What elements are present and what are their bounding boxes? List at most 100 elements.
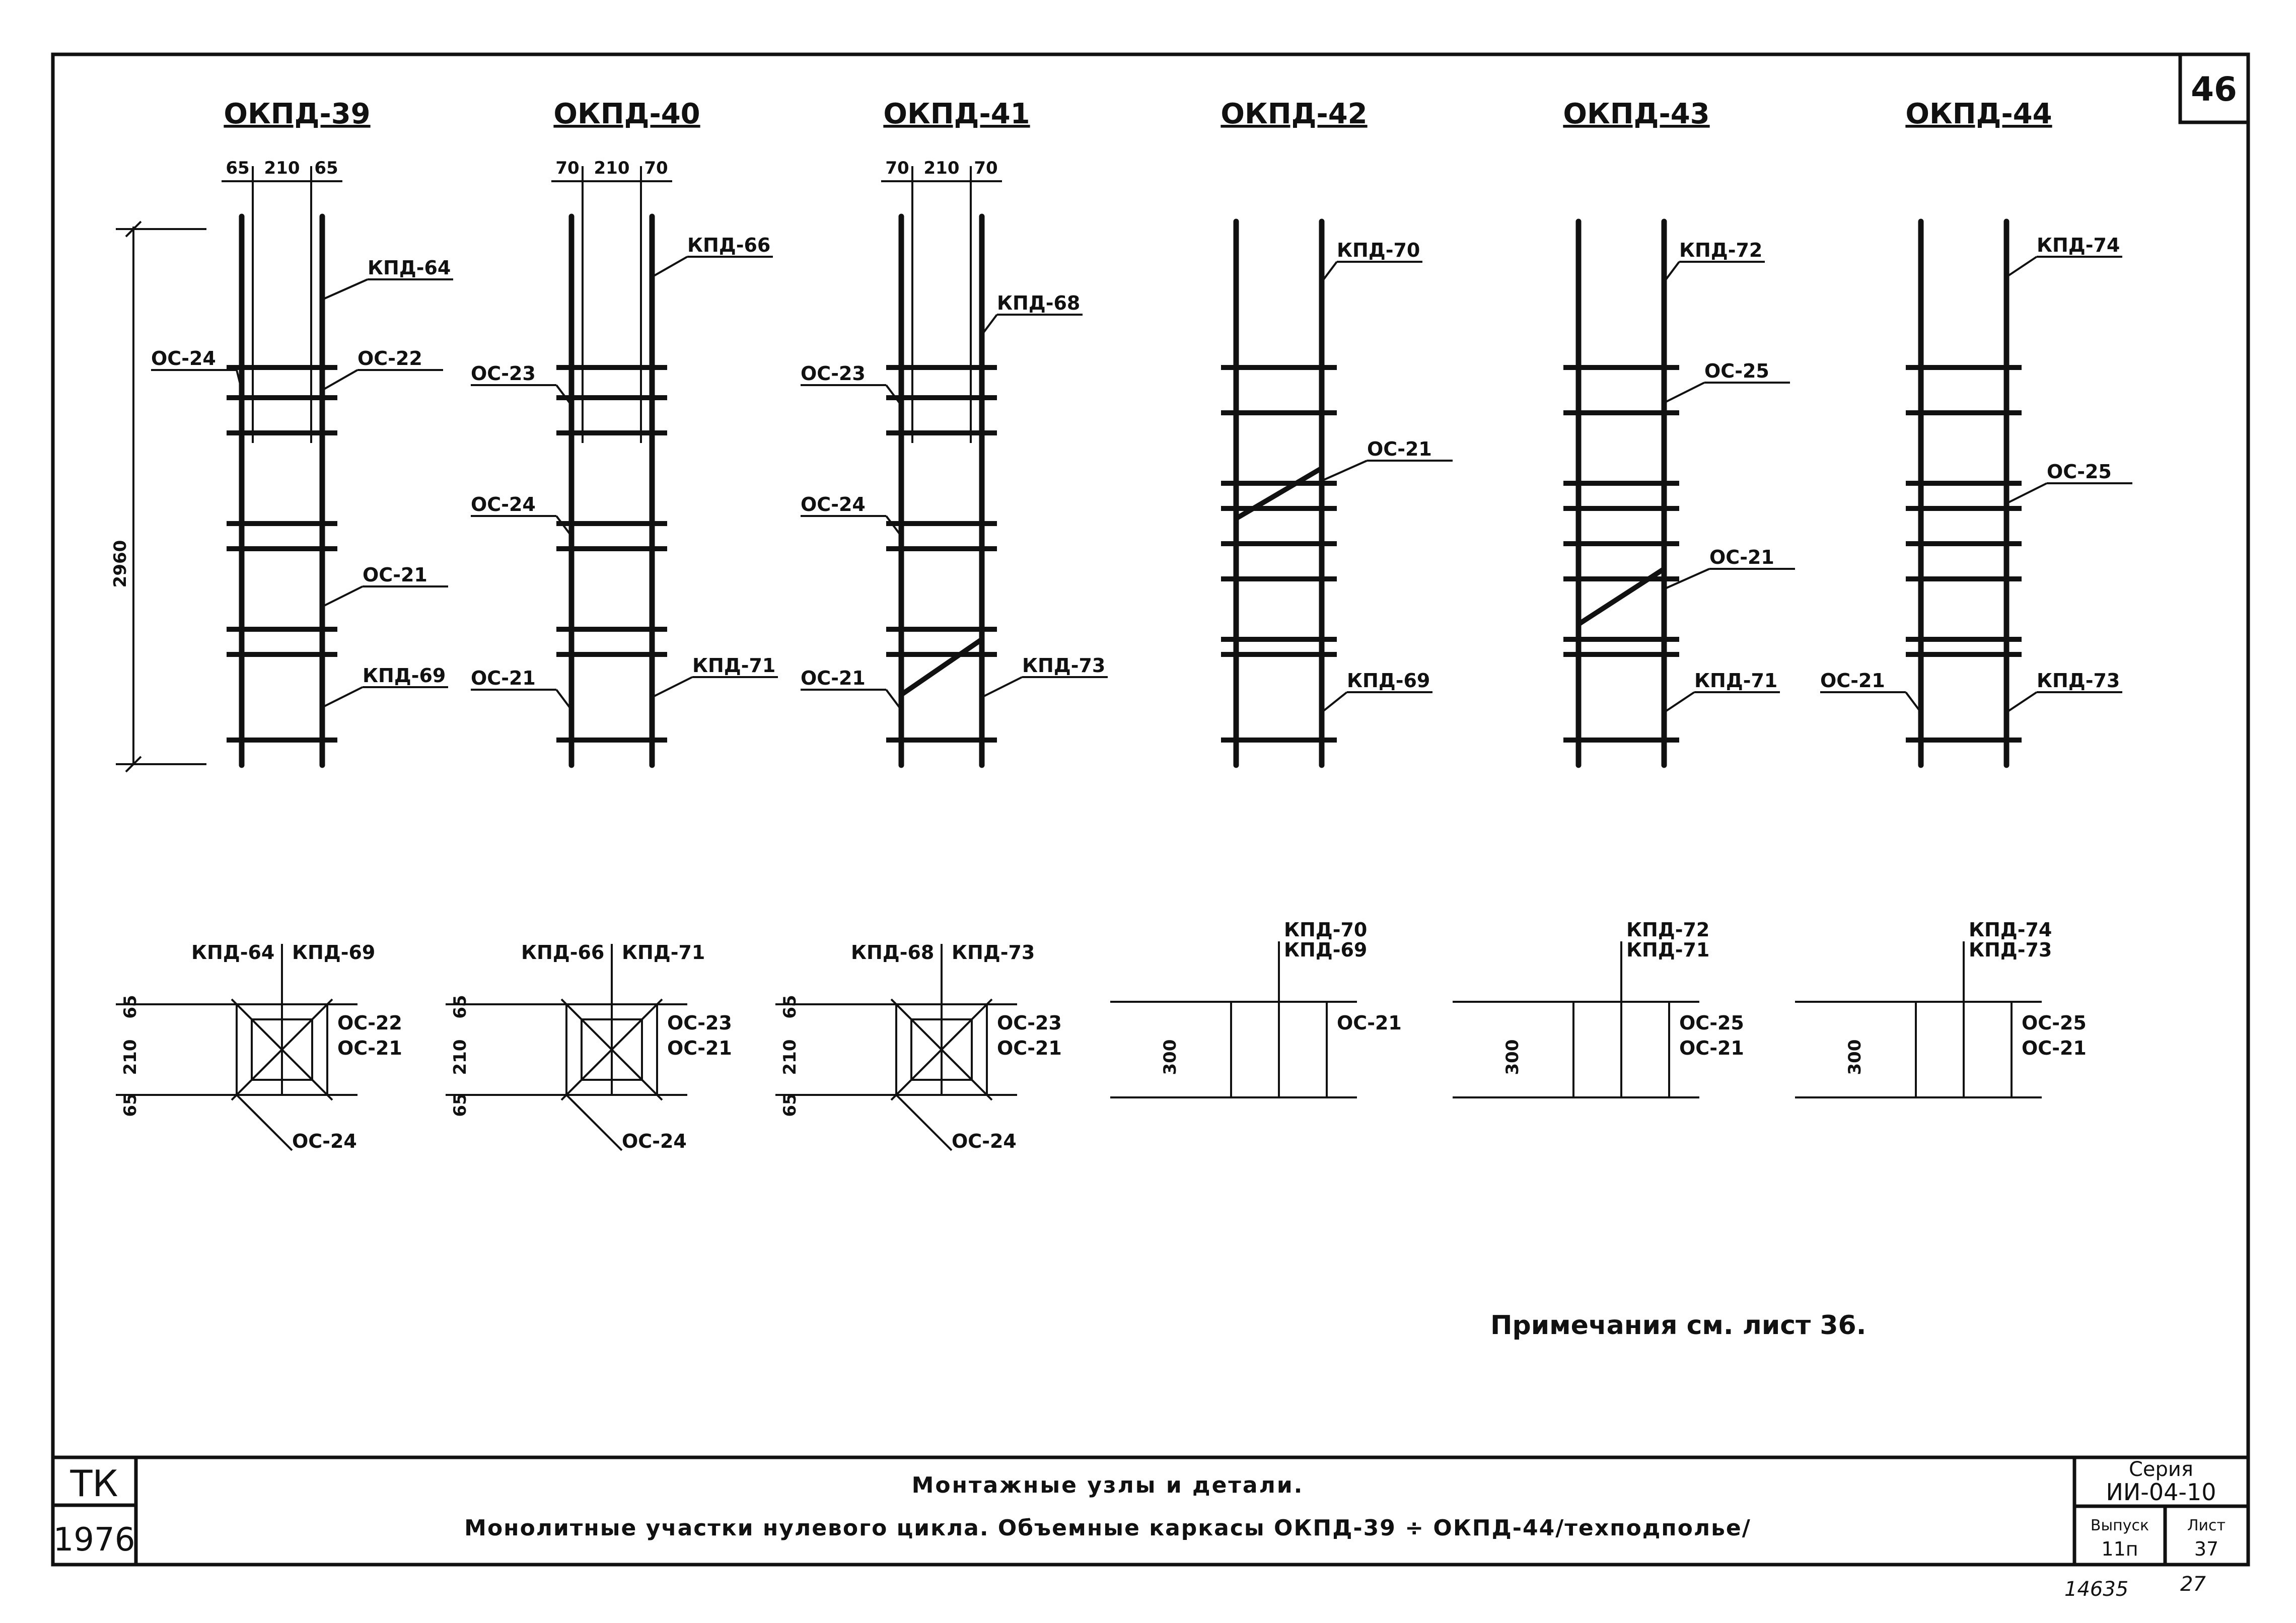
leader-line — [2005, 256, 2038, 278]
plan-left-dim: 300 — [1502, 1040, 1523, 1075]
frame-title-4: ОКПД-42 — [1221, 98, 1367, 130]
label-ос-23: ОС-23 — [471, 362, 536, 385]
plan-left-dim-2: 210 — [450, 1040, 470, 1075]
plan-top-label-1: КПД-74 — [1969, 919, 2052, 941]
label-кпд-71: КПД-71 — [692, 654, 775, 677]
plan-right-label-1: ОС-25 — [1679, 1012, 1744, 1034]
drawing-title-line2: Монолитные участки нулевого цикла. Объем… — [464, 1515, 1751, 1541]
leader-line — [1664, 568, 1710, 590]
label-ос-24: ОС-24 — [471, 493, 536, 515]
label-ос-24: ОС-24 — [151, 347, 216, 370]
label-ос-21: ОС-21 — [801, 667, 866, 689]
inventory-number-2: 27 — [2180, 1573, 2206, 1596]
dim-left: 70 — [555, 158, 579, 178]
diagonal-brace — [1577, 566, 1666, 627]
dim-middle: 210 — [924, 158, 960, 178]
plan-left-dim-1: 65 — [450, 995, 470, 1018]
plan-top-left-label: КПД-66 — [521, 941, 604, 964]
plan-right-label-2: ОС-21 — [337, 1037, 402, 1059]
diagonal-brace — [1235, 466, 1323, 521]
plan-top-left-label: КПД-68 — [851, 941, 934, 964]
leader-line — [885, 384, 902, 406]
dim-right: 70 — [644, 158, 668, 178]
plan-left-dim-3: 65 — [780, 1093, 800, 1117]
label-кпд-71: КПД-71 — [1694, 670, 1777, 692]
label-ос-21: ОС-21 — [363, 564, 427, 586]
plan-bottom-label: ОС-24 — [292, 1130, 357, 1152]
issue-label: Выпуск — [2091, 1517, 2149, 1534]
label-кпд-64: КПД-64 — [368, 257, 451, 279]
plan-bottom-label: ОС-24 — [952, 1130, 1017, 1152]
label-кпд-72: КПД-72 — [1679, 239, 1762, 261]
plan-top-label-2: КПД-73 — [1969, 939, 2052, 961]
leader-line — [555, 689, 572, 711]
leader-line — [1905, 691, 1922, 713]
plan-right-label-1: ОС-25 — [2022, 1012, 2087, 1034]
dim-left: 70 — [885, 158, 909, 178]
frame-title-6: ОКПД-44 — [1905, 98, 2052, 130]
dim-right: 65 — [314, 158, 338, 178]
dim-right: 70 — [974, 158, 997, 178]
leader-line — [1321, 460, 1368, 482]
label-ос-22: ОС-22 — [357, 347, 422, 370]
label-ос-24: ОС-24 — [801, 493, 866, 515]
label-кпд-69: КПД-69 — [1347, 670, 1430, 692]
frame-title-2: ОКПД-40 — [553, 98, 700, 130]
plan-right-label-1: ОС-23 — [997, 1012, 1062, 1034]
plan-left-dim-2: 210 — [780, 1040, 800, 1075]
plan-top-label-2: КПД-71 — [1626, 939, 1709, 961]
leader-line — [2006, 482, 2047, 504]
plan-bottom-leader — [565, 1094, 623, 1151]
issue-value: 11п — [2101, 1538, 2138, 1560]
series-label: Серия — [2129, 1458, 2193, 1481]
label-кпд-74: КПД-74 — [2037, 234, 2120, 256]
sheet-label: Лист — [2187, 1517, 2226, 1534]
plan-top-right-label: КПД-73 — [952, 941, 1035, 964]
stamp-year: 1976 — [53, 1521, 135, 1559]
plan-top-label-1: КПД-70 — [1284, 919, 1367, 941]
leader-line — [1321, 691, 1348, 713]
stamp-tk: ТК — [69, 1462, 118, 1505]
leader-line — [322, 369, 358, 391]
plan-right-label-2: ОС-21 — [997, 1037, 1062, 1059]
sheet-badge: 46 — [2191, 70, 2237, 109]
plan-right-label-1: ОС-21 — [1337, 1012, 1402, 1034]
dim-middle: 210 — [594, 158, 630, 178]
label-кпд-69: КПД-69 — [363, 665, 446, 687]
plan-bottom-leader — [895, 1094, 953, 1151]
label-ос-21: ОС-21 — [1709, 546, 1774, 568]
leader-line — [1321, 261, 1338, 283]
plan-left-dim: 300 — [1845, 1040, 1865, 1075]
plan-right-label-1: ОС-23 — [667, 1012, 732, 1034]
label-кпд-73: КПД-73 — [1022, 654, 1105, 677]
plan-left-dim-3: 65 — [450, 1093, 470, 1117]
inventory-number: 14635 — [2064, 1578, 2128, 1601]
leader-line — [981, 676, 1023, 698]
diagonal-brace — [900, 637, 983, 697]
plan-bottom-label: ОС-24 — [622, 1130, 687, 1152]
plan-bottom-leader — [236, 1094, 293, 1151]
leader-line — [652, 676, 693, 698]
plan-top-label-2: КПД-69 — [1284, 939, 1367, 961]
label-кпд-68: КПД-68 — [997, 292, 1080, 314]
label-кпд-73: КПД-73 — [2037, 670, 2120, 692]
leader-line — [981, 314, 998, 336]
dim-middle: 210 — [264, 158, 300, 178]
leader-line — [555, 515, 572, 537]
label-кпд-66: КПД-66 — [687, 234, 770, 256]
leader-line — [1664, 382, 1705, 404]
leader-line — [885, 689, 902, 711]
